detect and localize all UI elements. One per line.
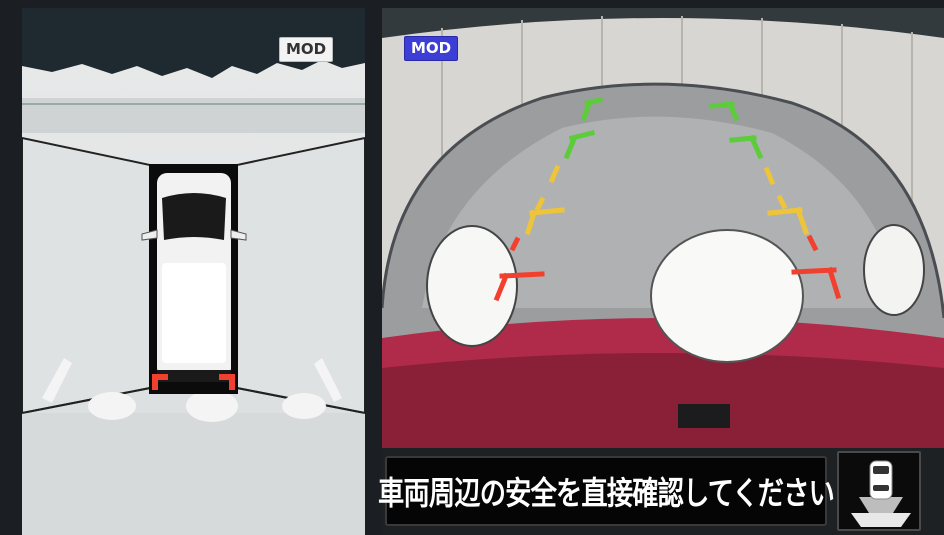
bottom-bar: 車両周辺の安全を直接確認してください	[378, 448, 944, 535]
rear-camera-view[interactable]: MOD	[382, 8, 944, 448]
safety-warning-box: 車両周辺の安全を直接確認してください	[378, 456, 835, 526]
birds-eye-view-graphic	[22, 8, 365, 535]
left-view-mod-badge: MOD	[279, 37, 334, 62]
birds-eye-view[interactable]: MOD	[22, 8, 365, 535]
rear-camera-graphic	[382, 8, 944, 448]
safety-warning-text: 車両周辺の安全を直接確認してください	[378, 474, 835, 512]
car-camera-view-icon	[851, 460, 911, 527]
view-mode-button[interactable]	[837, 451, 921, 531]
rear-view-mod-badge: MOD	[404, 36, 459, 61]
